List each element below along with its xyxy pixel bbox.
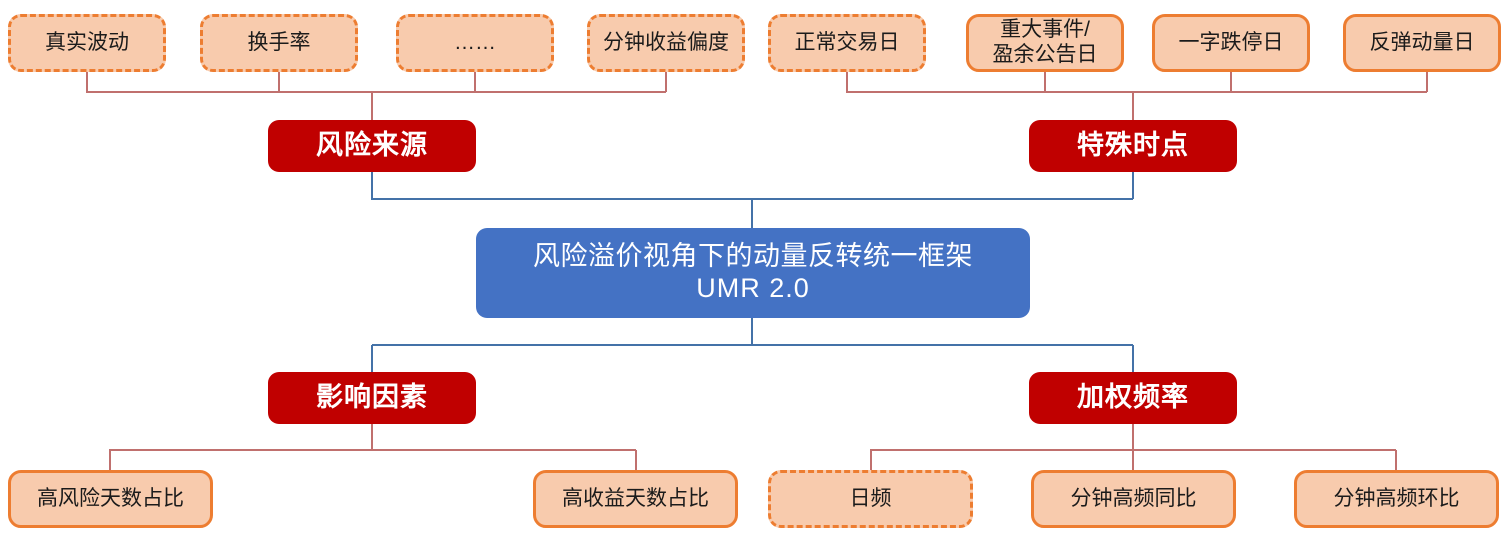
category-box-weighted-frequency[interactable]: 加权频率: [1029, 372, 1237, 424]
leaf-label: ……: [454, 30, 496, 54]
leaf-box-minute-return-skewness[interactable]: 分钟收益偏度: [587, 14, 745, 72]
leaf-box-major-event-earnings-announcement-day[interactable]: 重大事件/ 盈余公告日: [966, 14, 1124, 72]
leaf-box-high-risk-days-ratio[interactable]: 高风险天数占比: [8, 470, 213, 528]
category-label: 特殊时点: [1077, 130, 1189, 161]
category-label: 风险来源: [316, 130, 428, 161]
leaf-label: 一字跌停日: [1178, 30, 1284, 54]
leaf-label: 反弹动量日: [1369, 30, 1475, 54]
category-label: 影响因素: [316, 382, 428, 413]
leaf-label: 正常交易日: [794, 30, 900, 54]
leaf-label: 分钟收益偏度: [603, 30, 729, 54]
leaf-box-true-volatility[interactable]: 真实波动: [8, 14, 166, 72]
leaf-label: 日频: [849, 486, 892, 510]
center-box-title-line1: 风险溢价视角下的动量反转统一框架: [533, 241, 973, 272]
leaf-label: 高风险天数占比: [37, 486, 184, 510]
category-box-special-time[interactable]: 特殊时点: [1029, 120, 1237, 172]
leaf-label: 重大事件/ 盈余公告日: [992, 18, 1098, 66]
leaf-box-high-return-days-ratio[interactable]: 高收益天数占比: [533, 470, 738, 528]
leaf-box-minute-high-freq-yoy[interactable]: 分钟高频同比: [1031, 470, 1236, 528]
leaf-label: 真实波动: [45, 30, 129, 54]
leaf-box-daily-frequency[interactable]: 日频: [768, 470, 973, 528]
leaf-label: 高收益天数占比: [562, 486, 709, 510]
center-box-title-line2: UMR 2.0: [696, 273, 810, 303]
leaf-box-turnover-rate[interactable]: 换手率: [200, 14, 358, 72]
category-box-risk-source[interactable]: 风险来源: [268, 120, 476, 172]
category-label: 加权频率: [1077, 382, 1189, 413]
leaf-box-normal-trading-day[interactable]: 正常交易日: [768, 14, 926, 72]
leaf-label: 分钟高频同比: [1070, 486, 1197, 510]
leaf-label: 分钟高频环比: [1333, 486, 1460, 510]
leaf-box-limit-down-day[interactable]: 一字跌停日: [1152, 14, 1310, 72]
leaf-box-rebound-momentum-day[interactable]: 反弹动量日: [1343, 14, 1501, 72]
leaf-box-ellipsis[interactable]: ……: [396, 14, 554, 72]
category-box-influence-factor[interactable]: 影响因素: [268, 372, 476, 424]
leaf-box-minute-high-freq-qoq[interactable]: 分钟高频环比: [1294, 470, 1499, 528]
leaf-label: 换手率: [247, 30, 311, 54]
center-box-umr-framework[interactable]: 风险溢价视角下的动量反转统一框架 UMR 2.0: [476, 228, 1030, 318]
